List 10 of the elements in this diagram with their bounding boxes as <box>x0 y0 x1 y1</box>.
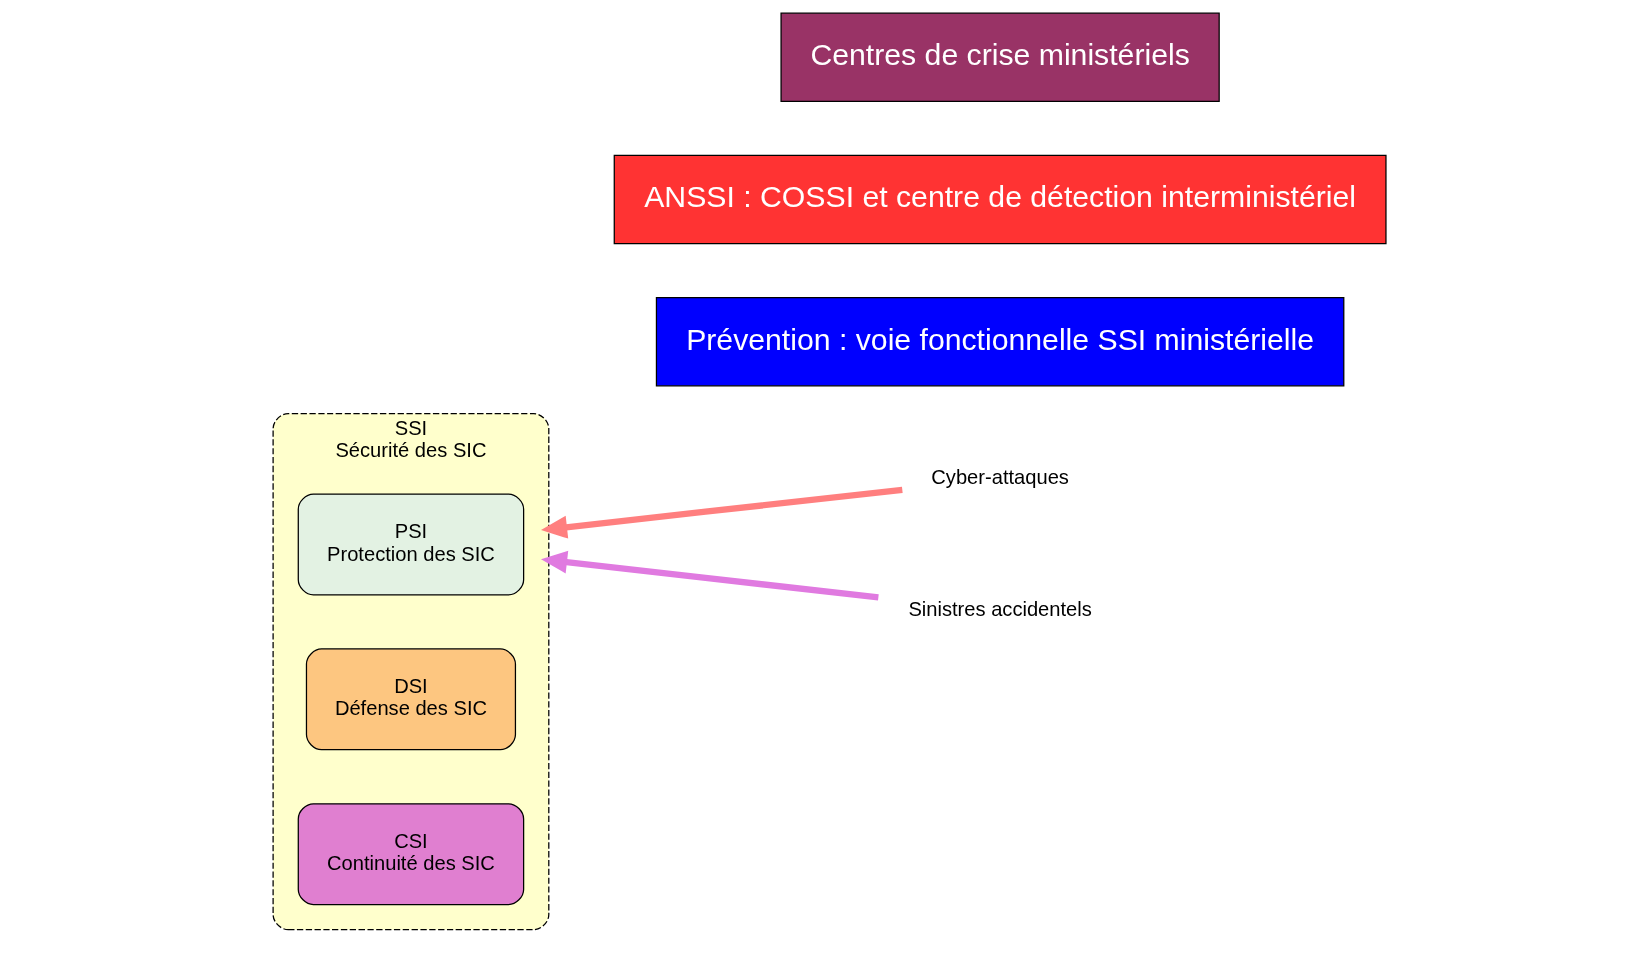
arrow <box>541 486 903 539</box>
node-box: Prévention : voie fonctionnelle SSI ministérielle <box>655 297 1345 387</box>
node-box: CSI Continuité des SIC <box>297 803 525 906</box>
node-box: DSI Défense des SIC <box>305 648 517 751</box>
arrow <box>541 550 879 601</box>
node-box: PSI Protection des SIC <box>297 493 525 596</box>
node-text: Cyber-attaques <box>931 465 1069 488</box>
node-text: Sinistres accidentels <box>908 597 1092 620</box>
node-box: ANSSI : COSSI et centre de détection interministériel <box>613 154 1387 245</box>
node-box: Centres de crise ministériels <box>780 12 1220 102</box>
